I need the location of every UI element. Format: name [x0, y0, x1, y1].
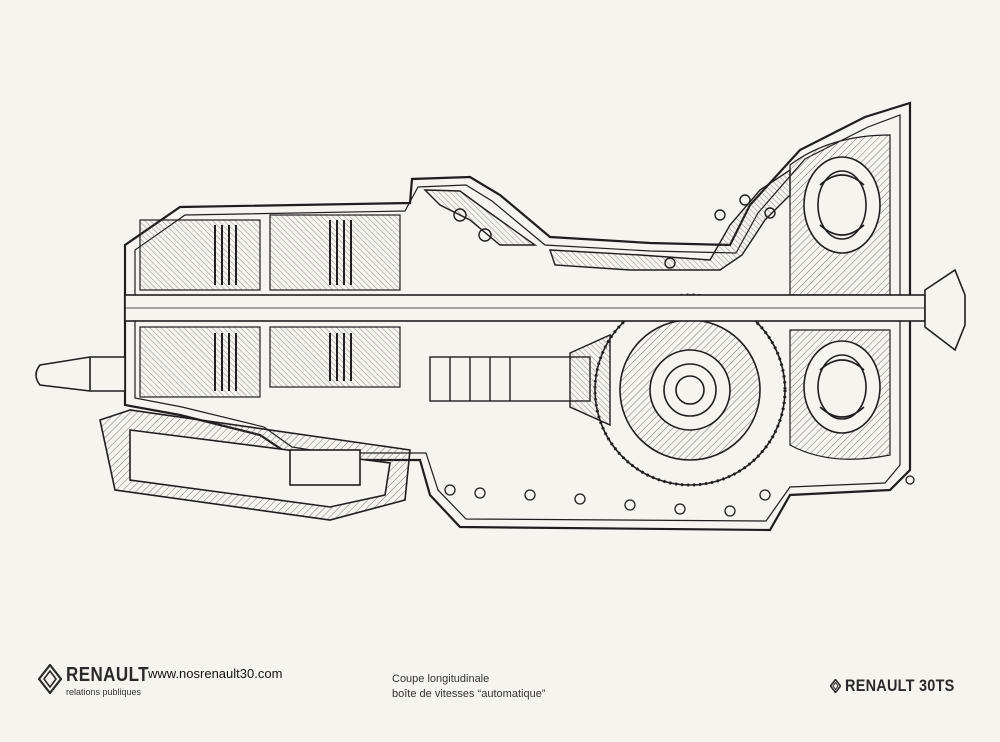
differential-crown-wheel — [593, 293, 787, 487]
transmission-cutaway-drawing — [35, 101, 966, 532]
lower-casting-bolts — [444, 475, 915, 517]
clutch-packs — [139, 214, 401, 398]
torque-converter — [789, 134, 891, 460]
brand-block: RENAULT relations publiques — [38, 660, 338, 705]
pinion-shaft — [429, 333, 611, 427]
drawing-caption: Coupe longitudinale boîte de vitesses “a… — [392, 672, 545, 702]
brand-name: RENAULT — [66, 664, 149, 686]
brand-subtitle: relations publiques — [66, 687, 142, 697]
caption-line-2: boîte de vitesses “automatique” — [392, 688, 546, 700]
model-badge: RENAULT 30TS — [830, 676, 974, 700]
output-shaft-stub — [35, 356, 126, 392]
valve-body-oil-pan — [99, 409, 411, 521]
caption-line-1: Coupe longitudinale — [392, 673, 490, 685]
renault-diamond-icon — [830, 679, 841, 693]
main-shaft — [124, 268, 966, 352]
upper-casting-ribs — [423, 168, 791, 271]
renault-diamond-icon — [38, 664, 62, 694]
model-name: RENAULT 30TS — [845, 676, 956, 695]
website-url[interactable]: www.nosrenault30.com — [148, 666, 283, 681]
